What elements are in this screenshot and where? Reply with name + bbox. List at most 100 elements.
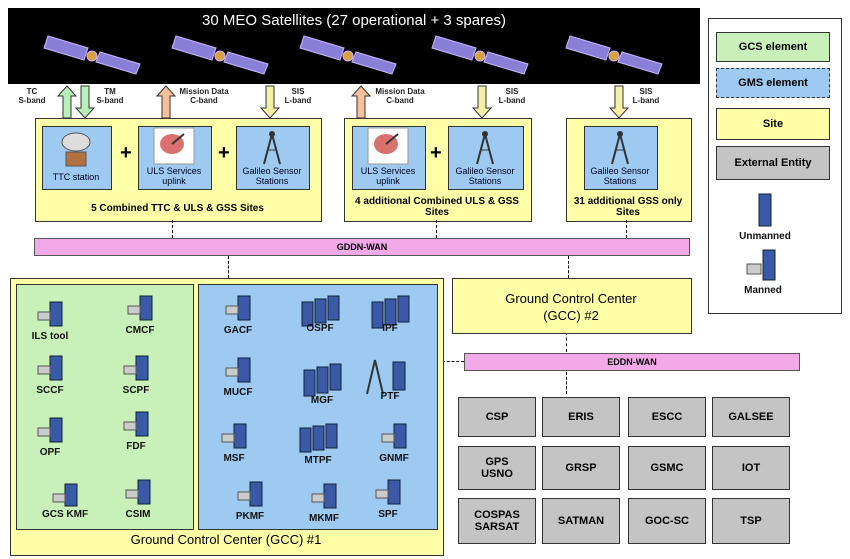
satellite-icon	[431, 35, 529, 75]
gms-node: GNMF	[366, 423, 422, 464]
server-cluster-icon	[371, 295, 410, 329]
connector-line	[566, 372, 568, 394]
server-cluster-icon	[299, 423, 338, 453]
external-entity: GPS USNO	[458, 446, 536, 490]
gms-node: OSPF	[292, 295, 348, 334]
server-icon	[225, 357, 251, 383]
satellite-icon	[299, 35, 397, 75]
connector-line	[228, 256, 230, 278]
plus-icon: +	[430, 142, 442, 164]
up-arrow-icon	[350, 85, 372, 119]
legend-external: External Entity	[716, 146, 830, 180]
server-icon	[237, 481, 263, 507]
gms-node: MKMF	[296, 483, 352, 524]
gms-node: MGF	[294, 363, 350, 406]
server-workstation-icon	[746, 249, 776, 281]
satellite-icon	[171, 35, 269, 75]
connector-line	[436, 220, 438, 238]
element-label: Galileo Sensor Stations	[590, 166, 650, 186]
external-entity: ERIS	[542, 397, 620, 437]
server-icon	[127, 295, 153, 321]
gcs-node: SCPF	[108, 355, 164, 396]
gms-node: MSF	[206, 423, 262, 464]
connector-line	[172, 220, 174, 238]
element-label: ULS Services uplink	[360, 166, 416, 186]
legend-gcs: GCS element	[716, 32, 830, 62]
down-arrow-icon	[608, 85, 630, 119]
external-entity: GALSEE	[712, 397, 790, 437]
antenna-server-icon	[366, 359, 406, 395]
server-cluster-icon	[303, 363, 342, 397]
server-icon	[221, 423, 247, 449]
connector-line	[442, 361, 464, 362]
server-icon	[123, 411, 149, 437]
external-entity: GRSP	[542, 446, 620, 490]
gms-node: MUCF	[210, 357, 266, 398]
gms-node: SPF	[360, 479, 416, 520]
plus-icon: +	[120, 142, 132, 164]
legend-manned: Manned	[728, 249, 798, 296]
gcs-area	[16, 284, 194, 530]
gcs-node: ILS tool	[22, 301, 78, 342]
server-cluster-icon	[301, 295, 340, 327]
gms-node: PTF	[362, 356, 418, 402]
server-icon	[37, 355, 63, 381]
external-entity: GSMC	[628, 446, 706, 490]
legend-site: Site	[716, 108, 830, 140]
satellite-icon	[565, 35, 663, 75]
down-arrow-icon	[471, 85, 493, 119]
gcs-node: CSIM	[110, 479, 166, 520]
server-icon	[311, 483, 337, 509]
gms-node: IPF	[362, 295, 418, 334]
down-arrow-icon	[74, 85, 96, 119]
element-label: Galileo Sensor Stations	[242, 166, 302, 186]
satellite-icons	[43, 35, 663, 75]
server-icon	[381, 423, 407, 449]
server-icon	[123, 355, 149, 381]
external-entity: IOT	[712, 446, 790, 490]
gcs-node: CMCF	[112, 295, 168, 336]
antenna-tower-icon	[476, 131, 494, 165]
banner-title: 30 MEO Satellites (27 operational + 3 sp…	[202, 12, 506, 29]
site-label: 31 additional GSS only Sites	[573, 196, 683, 218]
uplink-antenna-icon	[153, 127, 195, 165]
gcs-node: GCS KMF	[30, 483, 100, 520]
site-label: 5 Combined TTC & ULS & GSS Sites	[91, 203, 264, 214]
connector-line	[626, 220, 628, 238]
eddn-wan-bar: EDDN-WAN	[464, 353, 800, 371]
server-icon	[125, 479, 151, 505]
gms-node: PKMF	[222, 481, 278, 522]
gms-node: MTPF	[290, 423, 346, 466]
external-entity: COSPAS SARSAT	[458, 498, 536, 544]
external-entity: SATMAN	[542, 498, 620, 544]
gcs-node: SCCF	[22, 355, 78, 396]
external-entity: ESCC	[628, 397, 706, 437]
antenna-tower-icon	[263, 131, 281, 165]
gcs-node: FDF	[108, 411, 164, 452]
server-icon	[225, 295, 251, 321]
uplink-antenna-icon	[367, 127, 409, 165]
element-label: Galileo Sensor Stations	[455, 166, 515, 186]
gcc1-title: Ground Control Center (GCC) #1	[130, 532, 322, 547]
connector-line	[568, 256, 570, 278]
gcc2-label: Ground Control Center(GCC) #2	[505, 291, 637, 323]
up-arrow-icon	[155, 85, 177, 119]
server-icon	[37, 417, 63, 443]
server-icon	[37, 301, 63, 327]
server-icon	[758, 193, 772, 227]
external-entity: TSP	[712, 498, 790, 544]
gcc2-box	[452, 278, 692, 334]
antenna-tower-icon	[611, 131, 629, 165]
gms-node: GACF	[210, 295, 266, 336]
element-label: TTC station	[52, 172, 100, 182]
satellite-dish-icon	[61, 132, 91, 167]
plus-icon: +	[218, 142, 230, 164]
gddn-wan-bar: GDDN-WAN	[34, 238, 690, 256]
legend-gms: GMS element	[716, 68, 830, 98]
gcs-node: OPF	[22, 417, 78, 458]
site-label: 4 additional Combined ULS & GSS Sites	[355, 196, 519, 218]
